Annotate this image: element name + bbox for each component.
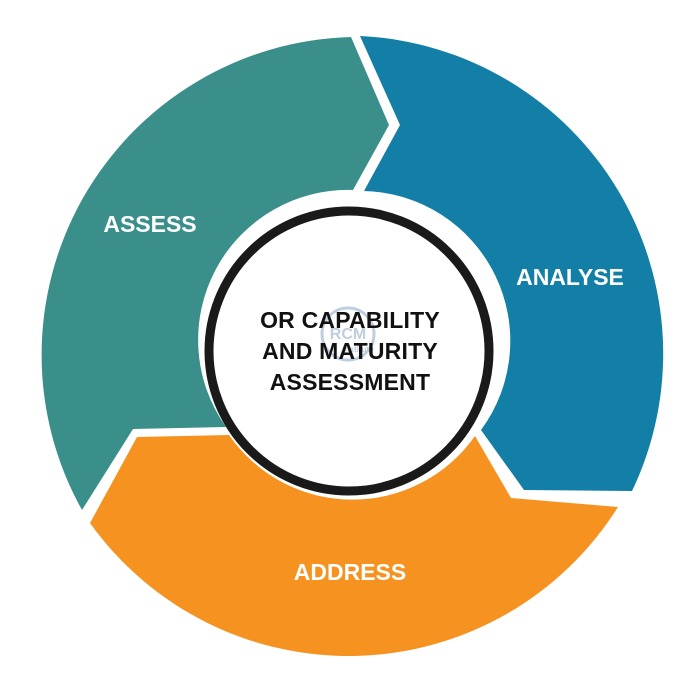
center-ring [204, 206, 494, 496]
segment-assess [41, 37, 390, 510]
watermark-ring-icon [320, 306, 376, 362]
center-title-line-2: AND MATURITY [262, 338, 438, 364]
watermark-brand: RCM [330, 326, 366, 343]
watermark-sub: Institute [342, 345, 374, 354]
watermark-logo: RCM Institute [320, 306, 376, 362]
label-address: ADDRESS [294, 559, 406, 585]
center-title-line-3: ASSESSMENT [269, 369, 431, 395]
segment-analyse [360, 36, 664, 491]
center-title: OR CAPABILITY AND MATURITY ASSESSMENT [215, 305, 485, 398]
label-analyse: ANALYSE [516, 264, 624, 290]
label-assess: ASSESS [103, 211, 196, 237]
center-title-line-1: OR CAPABILITY [260, 307, 440, 333]
segment-address [90, 435, 618, 656]
